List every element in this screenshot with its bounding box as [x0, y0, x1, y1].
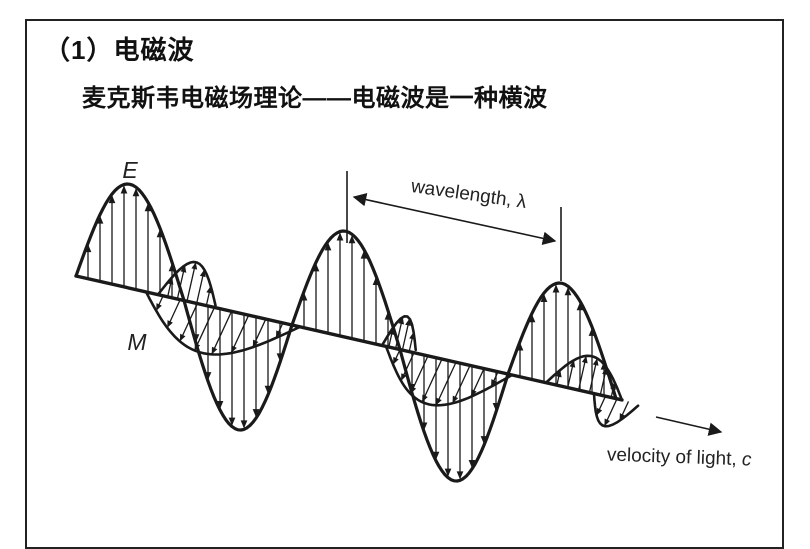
wavelength-arrow [352, 192, 557, 246]
slide-frame [25, 19, 784, 549]
wavelength-label: wavelength, λ [409, 176, 528, 213]
e-field-arrows [84, 185, 608, 480]
m-field-label: M [127, 329, 147, 355]
velocity-label: velocity of light, c [607, 444, 753, 470]
em-wave-diagram: wavelength, λ velocity of light, c E M [74, 157, 753, 483]
velocity-arrow [655, 416, 723, 436]
subtitle-text: 麦克斯韦电磁场理论——电磁波是一种横波 [82, 85, 548, 112]
e-field-label: E [122, 157, 138, 183]
propagation-axis [74, 274, 624, 402]
velocity-symbol: c [742, 449, 753, 470]
velocity-label-text: velocity of light, [607, 444, 743, 470]
e-field-curve [74, 182, 618, 483]
page-title: （1）电磁波 [44, 35, 195, 65]
